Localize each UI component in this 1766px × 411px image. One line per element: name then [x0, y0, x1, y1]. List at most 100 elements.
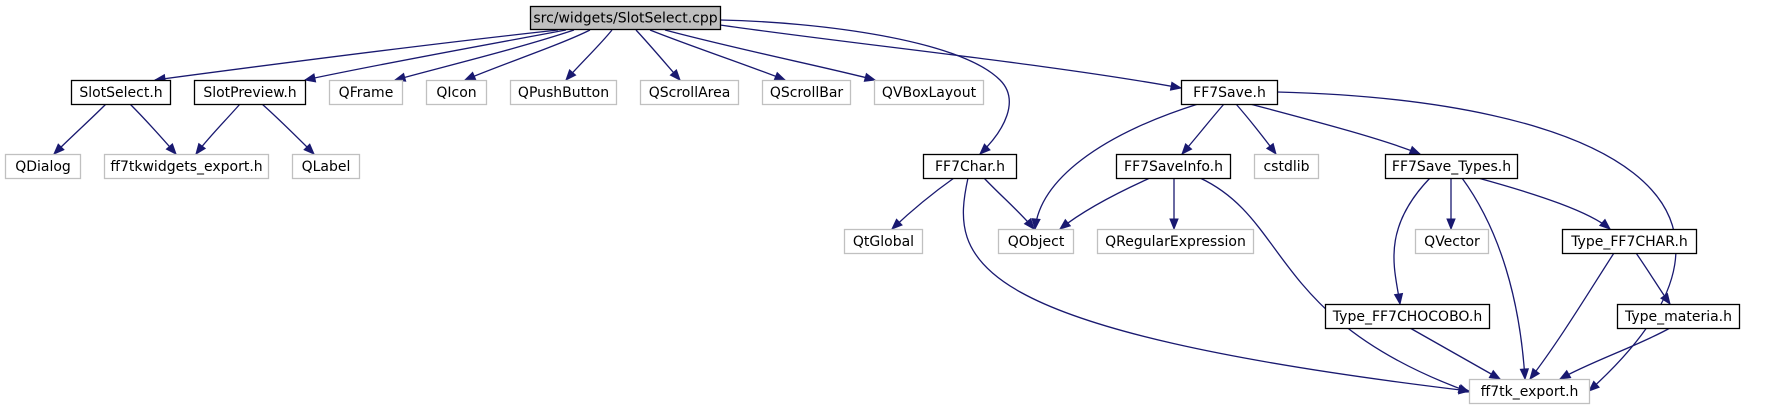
edge-root-to-qscrollarea — [635, 29, 681, 82]
edge-ff7char-to-qtglobal — [891, 177, 955, 230]
node-label: QPushButton — [518, 85, 609, 101]
node-box — [529, 5, 722, 31]
node-box — [4, 153, 82, 180]
arrowhead — [1408, 145, 1422, 155]
node-box — [1384, 153, 1519, 180]
node-ff7saveinfo[interactable]: FF7SaveInfo.h — [1115, 153, 1232, 180]
node-qvector[interactable]: QVector — [1414, 228, 1490, 255]
node-ff7char[interactable]: FF7Char.h — [922, 153, 1018, 180]
node-slotpreview[interactable]: SlotPreview.h — [193, 79, 307, 106]
node-label: Type_FF7CHOCOBO.h — [1332, 309, 1482, 325]
node-label: QScrollArea — [649, 85, 731, 101]
node-typechocobo[interactable]: Type_FF7CHOCOBO.h — [1324, 303, 1491, 330]
edge-layer — [53, 19, 1677, 395]
edge-line — [719, 24, 1182, 89]
node-label: ff7tk_export.h — [1481, 384, 1579, 400]
node-slotselect[interactable]: SlotSelect.h — [70, 79, 172, 106]
edge-ff7save-to-ff7saveinfo — [1181, 103, 1225, 156]
edge-root-to-qvboxlayout — [664, 29, 877, 82]
arrowhead — [1393, 292, 1404, 306]
edge-ff7savetypes-to-typechar — [1477, 177, 1612, 230]
node-root[interactable]: src/widgets/SlotSelect.cpp — [529, 5, 722, 31]
node-box — [70, 79, 172, 106]
arrowhead — [891, 218, 903, 230]
node-qvboxlayout[interactable]: QVBoxLayout — [873, 79, 985, 106]
arrowhead — [303, 73, 317, 83]
arrowhead — [1181, 142, 1193, 156]
edge-line — [962, 177, 1470, 392]
edge-slotselect-to-qdialog — [53, 103, 107, 155]
edge-line — [649, 29, 786, 81]
arrowhead — [863, 72, 877, 82]
edge-ff7save-to-qobject — [1031, 103, 1199, 231]
arrowhead — [565, 68, 577, 82]
node-ff7tkexport[interactable]: ff7tk_export.h — [1468, 378, 1591, 405]
node-label: Type_FF7CHAR.h — [1570, 234, 1688, 250]
node-qregexp[interactable]: QRegularExpression — [1096, 228, 1255, 255]
edge-line — [1249, 103, 1421, 155]
edge-root-to-ff7save — [719, 24, 1183, 91]
node-label: QDialog — [15, 159, 71, 175]
edge-line — [1529, 252, 1615, 380]
edge-line — [1559, 327, 1671, 380]
edge-slotselect-to-ff7tkwexp — [129, 103, 177, 156]
arrowhead — [1488, 369, 1502, 380]
edge-ff7char-to-qobject — [983, 177, 1035, 231]
edge-ff7savetypes-to-qvector — [1446, 178, 1456, 231]
edge-root-to-slotselect — [153, 29, 559, 84]
node-label: QLabel — [302, 159, 351, 175]
arrowhead — [1519, 368, 1530, 381]
edge-ff7saveinfo-to-qregexp — [1169, 178, 1179, 231]
node-qframe[interactable]: QFrame — [328, 79, 404, 106]
node-ff7save[interactable]: FF7Save.h — [1180, 79, 1279, 106]
node-qlabel[interactable]: QLabel — [291, 153, 361, 180]
node-label: FF7Save.h — [1193, 85, 1266, 101]
edge-line — [1393, 177, 1431, 305]
arrowhead — [1660, 292, 1671, 306]
node-qpushbutton[interactable]: QPushButton — [509, 79, 618, 106]
node-box — [291, 153, 361, 180]
node-qdialog[interactable]: QDialog — [4, 153, 82, 180]
edge-root-to-slotpreview — [303, 29, 567, 83]
edge-slotpreview-to-qlabel — [261, 103, 315, 155]
node-label: QScrollBar — [770, 85, 844, 101]
edge-ff7save-to-ff7savetypes — [1249, 103, 1422, 155]
node-typemateria[interactable]: Type_materia.h — [1616, 303, 1741, 330]
node-qobject[interactable]: QObject — [997, 228, 1075, 255]
edge-root-to-ff7char — [719, 19, 1010, 155]
arrowhead — [1031, 218, 1041, 231]
node-qscrollarea[interactable]: QScrollArea — [639, 79, 740, 106]
edge-line — [53, 103, 107, 155]
node-label: SlotSelect.h — [79, 85, 162, 101]
arrowhead — [53, 143, 65, 155]
arrowhead — [1169, 218, 1179, 231]
node-typechar[interactable]: Type_FF7CHAR.h — [1561, 228, 1698, 255]
node-ff7savetypes[interactable]: FF7Save_Types.h — [1384, 153, 1519, 180]
node-box — [1115, 153, 1232, 180]
node-box — [1324, 303, 1491, 330]
node-ff7tkwexp[interactable]: ff7tkwidgets_export.h — [103, 153, 270, 180]
edge-ff7savetypes-to-typechocobo — [1393, 177, 1431, 306]
edge-line — [304, 29, 567, 81]
node-label: ff7tkwidgets_export.h — [110, 159, 262, 175]
node-qscrollbar[interactable]: QScrollBar — [761, 79, 852, 106]
node-label: QVector — [1424, 234, 1480, 250]
node-qtglobal[interactable]: QtGlobal — [843, 228, 924, 255]
node-box — [1253, 153, 1320, 180]
arrowhead — [195, 142, 207, 156]
node-label: Type_materia.h — [1624, 309, 1732, 325]
arrowhead — [1529, 367, 1541, 381]
arrowhead — [979, 143, 991, 155]
arrowhead — [1558, 369, 1572, 380]
node-label: FF7SaveInfo.h — [1124, 159, 1223, 175]
node-box — [1180, 79, 1279, 106]
node-box — [1414, 228, 1490, 255]
node-box — [103, 153, 270, 180]
node-label: QIcon — [436, 85, 476, 101]
node-cstdlib[interactable]: cstdlib — [1253, 153, 1320, 180]
node-box — [997, 228, 1075, 255]
arrowhead — [303, 143, 315, 155]
node-qicon[interactable]: QIcon — [425, 79, 488, 106]
arrowhead — [1169, 81, 1183, 91]
